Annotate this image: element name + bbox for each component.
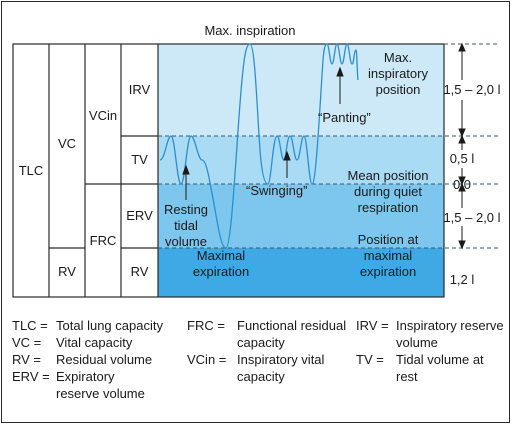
col-label-vc: VC (57, 136, 77, 151)
legend-def-vcin: Inspiratory vital capacity (237, 352, 325, 384)
erv-band (158, 184, 444, 248)
col-label-rv: RV (130, 264, 149, 279)
legend-def-irv: Inspiratory reserve volume (396, 318, 504, 350)
rv-band (158, 248, 444, 297)
volume-zero: 0,0 (452, 177, 472, 192)
col-label-frc: FRC (89, 233, 117, 248)
column-grid (12, 43, 445, 298)
legend-abbr-vc: VC = (12, 335, 42, 350)
legend-def-erv: Expiratory reserve volume (56, 369, 145, 401)
legend-def-rv: Residual volume (56, 352, 153, 367)
mean-position-label: Mean position during quiet respiration (347, 168, 429, 215)
legend-abbr-irv: IRV = (356, 318, 389, 333)
col-label-erv: ERV (126, 208, 153, 223)
col-label-irv: IRV (128, 82, 151, 97)
col-label-vcin: VCin (88, 108, 118, 123)
col-label-rv-left: RV (58, 264, 76, 279)
legend-abbr-erv: ERV = (12, 369, 50, 384)
legend-abbr-frc: FRC = (187, 318, 225, 333)
volume-arrows (458, 42, 466, 250)
max-inspiratory-position-label: Max. inspiratory position (368, 50, 428, 97)
irv-band (158, 44, 444, 136)
legend-def-tv: Tidal volume at rest (396, 352, 484, 384)
title-max-inspiration: Max. inspiration (204, 23, 296, 38)
pointer-arrows (182, 66, 344, 200)
swinging-label: “Swinging” (246, 183, 308, 198)
resting-tidal-volume-label: Resting tidal volume (163, 202, 209, 249)
col-label-tlc: TLC (18, 163, 44, 178)
legend-abbr-vcin: VCin = (187, 352, 227, 367)
volume-erv: 1,5 – 2,0 l (443, 210, 501, 225)
volume-irv: 1,5 – 2,0 l (443, 82, 501, 97)
volume-tv: 0,5 l (449, 151, 475, 166)
legend-def-vc: Vital capacity (56, 335, 133, 350)
legend-def-frc: Functional residual capacity (237, 318, 347, 350)
legend-def-tlc: Total lung capacity (56, 318, 163, 333)
panting-label: “Panting” (318, 110, 371, 125)
volume-rv: 1,2 l (449, 272, 475, 287)
legend-abbr-tlc: TLC = (12, 318, 48, 333)
maximal-expiration-label: Maximal expiration (192, 248, 250, 279)
position-max-expiration-label: Position at maximal expiration (357, 232, 419, 279)
legend-abbr-tv: TV = (356, 352, 384, 367)
legend-abbr-rv: RV = (12, 352, 42, 367)
level-lines (158, 43, 500, 249)
col-label-tv: TV (131, 152, 148, 167)
